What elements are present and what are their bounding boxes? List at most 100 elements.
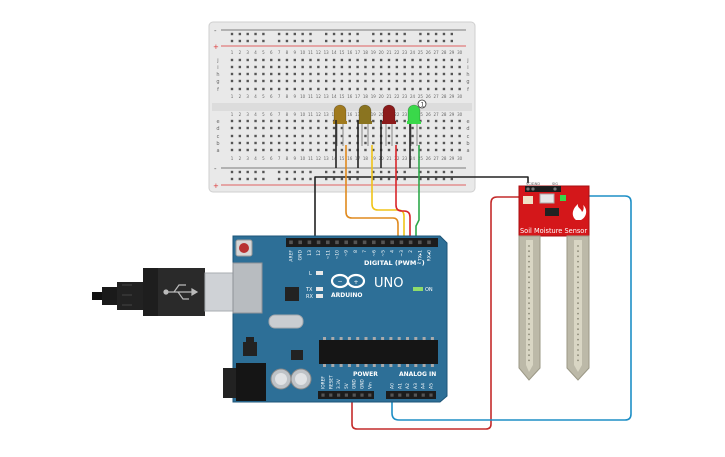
breadboard-hole[interactable]	[293, 119, 296, 123]
breadboard-hole[interactable]	[442, 72, 446, 76]
analog-pin-hole[interactable]	[398, 393, 402, 397]
breadboard-hole[interactable]	[419, 65, 422, 69]
sensor-pin-sig[interactable]	[553, 187, 557, 191]
breadboard-hole[interactable]	[372, 134, 375, 138]
breadboard-hole[interactable]	[372, 87, 375, 91]
breadboard-hole[interactable]	[238, 65, 242, 69]
breadboard-hole[interactable]	[442, 87, 446, 91]
breadboard-hole[interactable]	[364, 79, 367, 83]
breadboard-hole[interactable]	[270, 79, 273, 83]
breadboard-hole[interactable]	[340, 72, 344, 76]
breadboard-hole[interactable]	[230, 148, 234, 152]
breadboard-hole[interactable]	[450, 141, 453, 145]
breadboard-hole[interactable]	[458, 65, 461, 69]
breadboard-hole[interactable]	[262, 72, 265, 76]
breadboard-hole[interactable]	[340, 134, 344, 138]
breadboard-hole[interactable]	[309, 79, 312, 83]
rail-hole[interactable]	[238, 39, 242, 43]
wire-red-led[interactable]	[395, 145, 411, 242]
breadboard-hole[interactable]	[395, 79, 399, 83]
breadboard-hole[interactable]	[262, 79, 265, 83]
rail-hole[interactable]	[230, 170, 234, 174]
breadboard-hole[interactable]	[419, 72, 422, 76]
breadboard-hole[interactable]	[309, 72, 312, 76]
rail-hole[interactable]	[277, 32, 281, 36]
rail-hole[interactable]	[372, 39, 375, 43]
rail-hole[interactable]	[379, 170, 383, 174]
breadboard-hole[interactable]	[309, 119, 312, 123]
breadboard-hole[interactable]	[419, 134, 422, 138]
sensor-pin-header[interactable]	[525, 186, 561, 192]
breadboard-hole[interactable]	[332, 134, 336, 138]
rail-hole[interactable]	[403, 170, 406, 174]
breadboard-hole[interactable]	[238, 119, 242, 123]
rail-hole[interactable]	[262, 170, 265, 174]
breadboard-hole[interactable]	[348, 126, 351, 130]
breadboard-hole[interactable]	[419, 58, 422, 62]
rail-hole[interactable]	[230, 39, 234, 43]
terminal-strip-holes[interactable]	[230, 58, 461, 152]
breadboard-hole[interactable]	[379, 79, 383, 83]
breadboard-hole[interactable]	[372, 65, 375, 69]
breadboard-hole[interactable]	[325, 126, 328, 130]
led-1[interactable]	[333, 104, 347, 146]
rail-hole[interactable]	[293, 177, 296, 181]
rail-hole[interactable]	[403, 32, 406, 36]
breadboard-hole[interactable]	[387, 126, 391, 130]
breadboard-hole[interactable]	[403, 148, 406, 152]
bottom-rail-holes[interactable]	[230, 170, 453, 181]
breadboard-hole[interactable]	[301, 58, 304, 62]
breadboard-hole[interactable]	[348, 72, 351, 76]
breadboard-hole[interactable]	[317, 119, 320, 123]
breadboard-hole[interactable]	[262, 87, 265, 91]
rail-hole[interactable]	[356, 170, 359, 174]
digital-pin-hole[interactable]	[326, 240, 330, 245]
breadboard-hole[interactable]	[277, 134, 281, 138]
breadboard-hole[interactable]	[387, 148, 391, 152]
breadboard-hole[interactable]	[340, 141, 344, 145]
digital-pin-hole[interactable]	[418, 240, 422, 245]
rail-hole[interactable]	[285, 39, 289, 43]
rail-hole[interactable]	[293, 39, 296, 43]
breadboard-hole[interactable]	[325, 79, 328, 83]
breadboard-hole[interactable]	[450, 148, 453, 152]
breadboard-hole[interactable]	[238, 79, 242, 83]
breadboard-hole[interactable]	[434, 148, 438, 152]
breadboard-hole[interactable]	[458, 134, 461, 138]
breadboard-hole[interactable]	[403, 65, 406, 69]
rail-hole[interactable]	[332, 32, 336, 36]
breadboard-hole[interactable]	[332, 87, 336, 91]
breadboard-hole[interactable]	[332, 58, 336, 62]
breadboard-hole[interactable]	[301, 141, 304, 145]
breadboard-hole[interactable]	[293, 72, 296, 76]
rail-hole[interactable]	[285, 177, 289, 181]
analog-pin-hole[interactable]	[429, 393, 433, 397]
breadboard-hole[interactable]	[450, 65, 453, 69]
rail-hole[interactable]	[434, 39, 438, 43]
breadboard-hole[interactable]	[262, 58, 265, 62]
breadboard-hole[interactable]	[285, 79, 289, 83]
breadboard-hole[interactable]	[293, 126, 296, 130]
rail-hole[interactable]	[262, 39, 265, 43]
breadboard-hole[interactable]	[364, 126, 367, 130]
breadboard-hole[interactable]	[270, 134, 273, 138]
wire-green[interactable]	[415, 145, 420, 242]
rail-hole[interactable]	[246, 177, 249, 181]
breadboard-hole[interactable]	[317, 141, 320, 145]
breadboard-hole[interactable]	[419, 79, 422, 83]
breadboard-hole[interactable]	[246, 141, 249, 145]
breadboard-hole[interactable]	[270, 72, 273, 76]
breadboard-hole[interactable]	[277, 72, 281, 76]
rail-hole[interactable]	[309, 170, 312, 174]
breadboard-hole[interactable]	[364, 72, 367, 76]
rail-hole[interactable]	[348, 177, 351, 181]
breadboard-hole[interactable]	[230, 119, 234, 123]
rail-hole[interactable]	[387, 39, 391, 43]
rail-hole[interactable]	[419, 39, 422, 43]
rail-hole[interactable]	[419, 32, 422, 36]
breadboard-hole[interactable]	[277, 87, 281, 91]
rail-hole[interactable]	[379, 32, 383, 36]
breadboard-hole[interactable]	[238, 72, 242, 76]
